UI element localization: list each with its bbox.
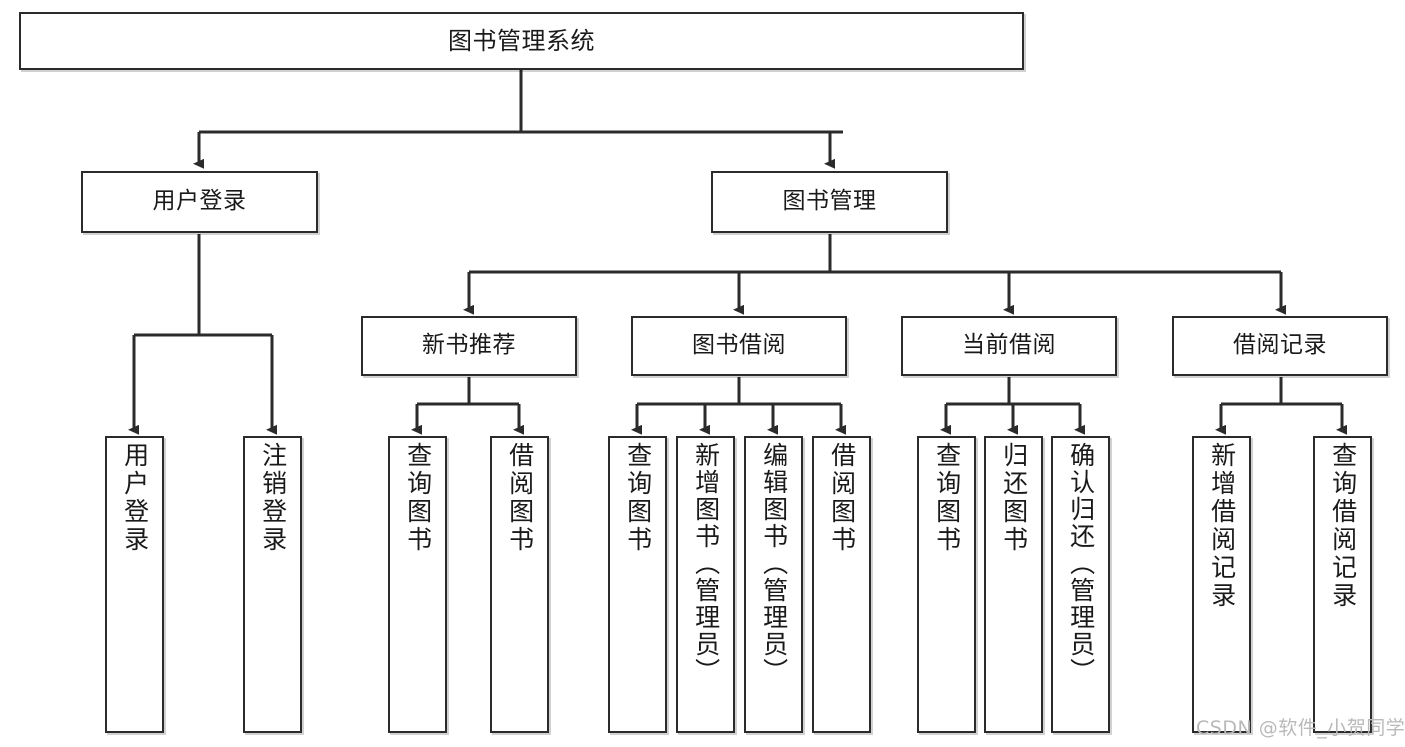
node-root-system[interactable]: 图书管理系统 (19, 12, 1024, 70)
node-label: 图书管理 (782, 188, 877, 215)
node-leaf-confirm-return[interactable]: 确认归还（管理员） (1051, 436, 1110, 733)
node-book-manage[interactable]: 图书管理 (711, 171, 948, 233)
node-leaf-add-record[interactable]: 新增借阅记录 (1192, 436, 1251, 733)
node-label: 新增借阅记录 (1207, 442, 1237, 610)
node-current-borrow[interactable]: 当前借阅 (901, 316, 1117, 376)
node-label: 借阅图书 (505, 442, 535, 554)
node-leaf-query-book-3[interactable]: 查询图书 (917, 436, 976, 733)
node-leaf-borrow-book-1[interactable]: 借阅图书 (490, 436, 549, 733)
node-label: 查询图书 (403, 442, 433, 554)
node-user-login[interactable]: 用户登录 (81, 171, 318, 233)
node-leaf-query-book-2[interactable]: 查询图书 (608, 436, 667, 733)
node-leaf-borrow-book-2[interactable]: 借阅图书 (812, 436, 871, 733)
node-label: 编辑图书（管理员） (759, 442, 789, 685)
node-leaf-query-book-1[interactable]: 查询图书 (388, 436, 447, 733)
node-label: 注销登录 (258, 442, 288, 554)
node-leaf-return-book[interactable]: 归还图书 (984, 436, 1043, 733)
node-label: 新增图书（管理员） (691, 442, 721, 685)
node-leaf-edit-book[interactable]: 编辑图书（管理员） (744, 436, 803, 733)
node-leaf-user-login[interactable]: 用户登录 (105, 436, 164, 733)
node-leaf-query-record[interactable]: 查询借阅记录 (1313, 436, 1372, 733)
node-label: 借阅记录 (1233, 332, 1327, 359)
node-label: 查询图书 (623, 442, 653, 554)
node-label: 查询图书 (932, 442, 962, 554)
node-label: 图书管理系统 (448, 26, 595, 55)
node-label: 用户登录 (152, 188, 247, 215)
node-label: 确认归还（管理员） (1066, 442, 1096, 685)
node-label: 用户登录 (120, 442, 150, 554)
node-label: 借阅图书 (827, 442, 857, 554)
node-label: 图书借阅 (692, 332, 786, 359)
node-leaf-add-book[interactable]: 新增图书（管理员） (676, 436, 735, 733)
node-label: 新书推荐 (422, 332, 516, 359)
node-borrow-record[interactable]: 借阅记录 (1172, 316, 1388, 376)
node-label: 归还图书 (999, 442, 1029, 554)
node-label: 当前借阅 (962, 332, 1056, 359)
node-leaf-logout[interactable]: 注销登录 (243, 436, 302, 733)
node-book-borrow[interactable]: 图书借阅 (631, 316, 847, 376)
node-label: 查询借阅记录 (1328, 442, 1358, 610)
node-new-book-recommend[interactable]: 新书推荐 (361, 316, 577, 376)
